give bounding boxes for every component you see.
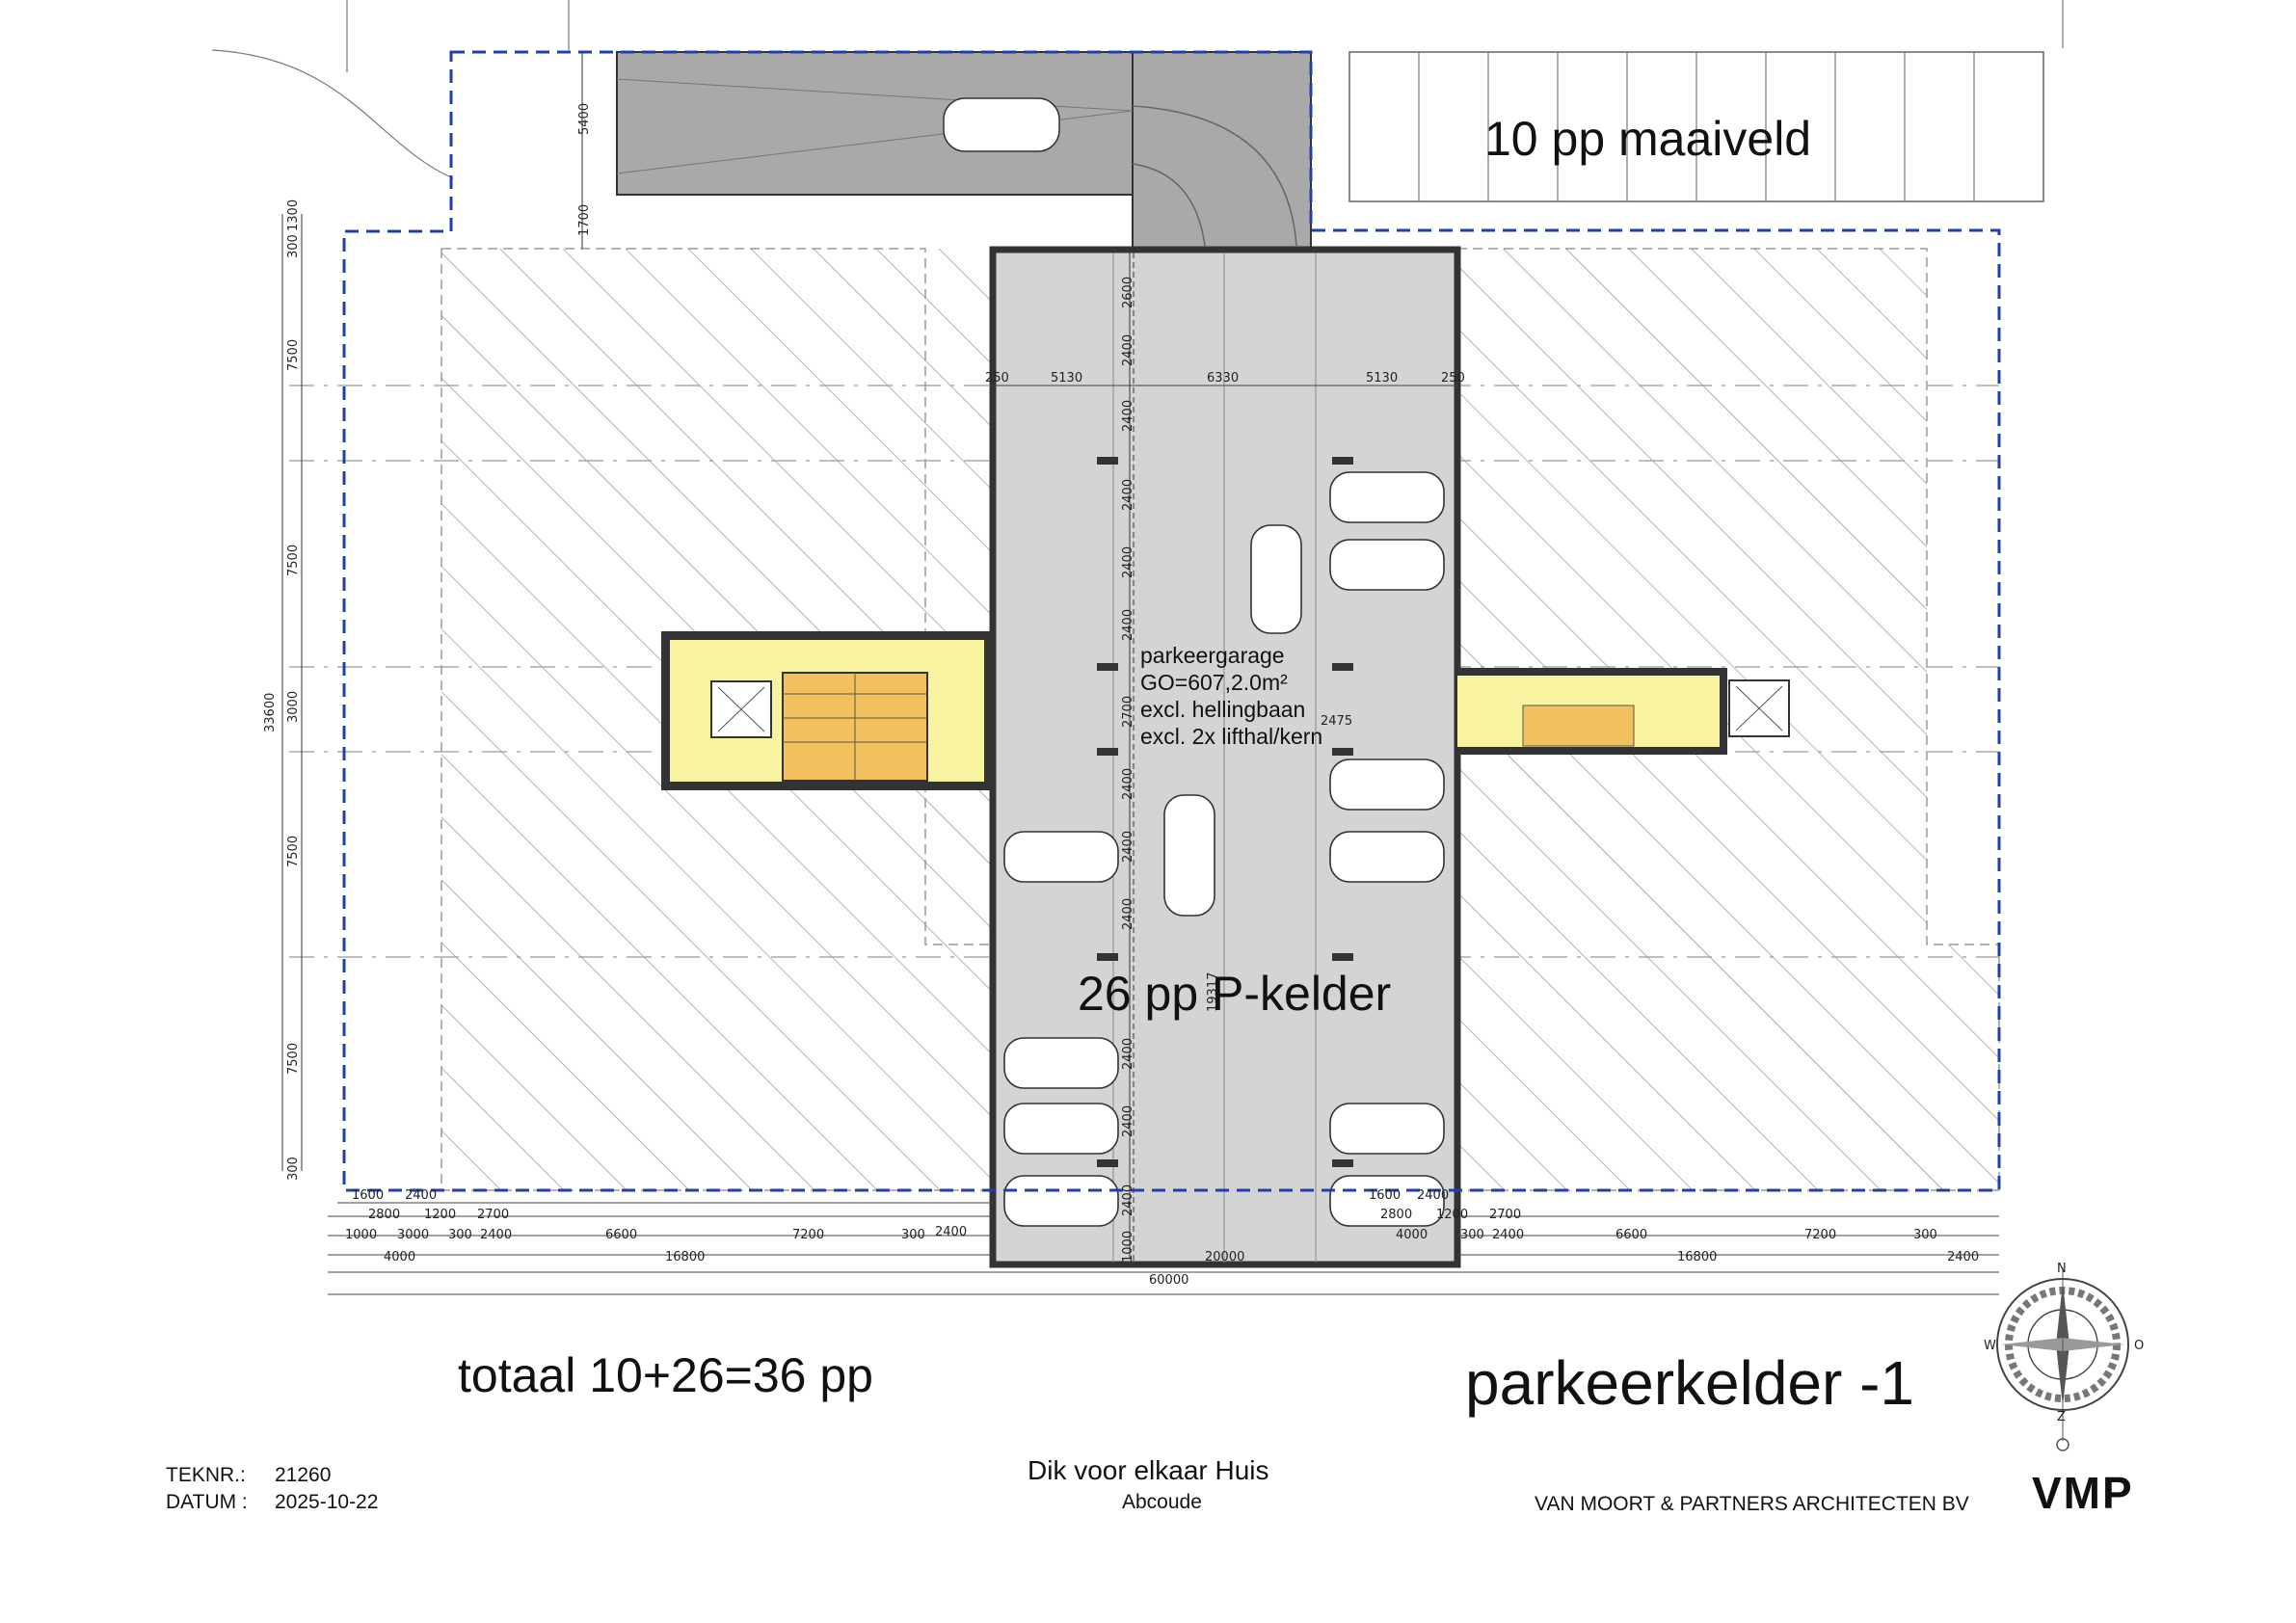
columns bbox=[1097, 457, 1353, 1167]
dim-bl3-6: 7200 bbox=[792, 1228, 824, 1242]
dim-left-8: 300 bbox=[286, 1157, 301, 1181]
parked-cars bbox=[1003, 471, 1445, 1227]
sheet-title: parkeerkelder -1 bbox=[1465, 1348, 1914, 1418]
compass-rose-icon bbox=[1996, 1267, 2129, 1451]
basement-parking-label: 26 pp P-kelder bbox=[1078, 967, 1392, 1021]
dim-bl2-3: 2700 bbox=[477, 1208, 509, 1222]
room-name: parkeergarage bbox=[1140, 643, 1285, 668]
dim-col-14: 1000 bbox=[1121, 1231, 1135, 1263]
project-name: Dik voor elkaar Huis bbox=[1028, 1455, 1269, 1485]
dim-core-misc: 2475 bbox=[1321, 714, 1352, 729]
teknr-label: TEKNR.: bbox=[166, 1464, 246, 1486]
dim-bl2-2: 1200 bbox=[424, 1208, 456, 1222]
building-footprint-left bbox=[441, 248, 994, 1191]
dim-left-5: 3000 bbox=[286, 691, 301, 723]
vmp-logo: VMP bbox=[2032, 1468, 2134, 1518]
compass-letters: N O Z W bbox=[1984, 1262, 2144, 1424]
dim-br3-4: 6600 bbox=[1615, 1228, 1647, 1242]
compass-z: Z bbox=[2057, 1410, 2066, 1424]
dim-col-9: 2400 bbox=[1121, 831, 1135, 863]
dim-top-3: 6330 bbox=[1207, 371, 1239, 386]
dim-left-6: 7500 bbox=[286, 836, 301, 867]
dim-bl3-8: 2400 bbox=[935, 1225, 967, 1239]
dim-overall-width: 60000 bbox=[1149, 1273, 1188, 1288]
dim-top-5: 250 bbox=[1441, 371, 1465, 386]
dim-col-10: 2400 bbox=[1121, 898, 1135, 930]
dim-ramp-1: 5400 bbox=[577, 103, 592, 135]
dim-bl4-2: 16800 bbox=[665, 1250, 705, 1264]
dim-bl3-4: 2400 bbox=[480, 1228, 512, 1242]
dim-bl4-1: 4000 bbox=[384, 1250, 415, 1264]
dim-col-7: 2700 bbox=[1121, 696, 1135, 728]
project-location: Abcoude bbox=[1122, 1491, 1202, 1513]
dim-br3-6: 300 bbox=[1913, 1228, 1937, 1242]
dim-col-3: 2400 bbox=[1121, 400, 1135, 432]
compass-n: N bbox=[2057, 1262, 2067, 1276]
dim-col-8: 2400 bbox=[1121, 768, 1135, 800]
dim-br3-1: 4000 bbox=[1396, 1228, 1428, 1242]
dim-left-2: 1300 bbox=[286, 200, 301, 231]
room-label: parkeergarage GO=607,2.0m² excl. helling… bbox=[1140, 642, 1322, 750]
datum-label: DATUM : bbox=[166, 1491, 248, 1513]
dim-top-1: 250 bbox=[985, 371, 1009, 386]
dim-br2-2: 1200 bbox=[1436, 1208, 1468, 1222]
dim-br4-2: 2400 bbox=[1947, 1250, 1979, 1264]
core-left bbox=[661, 631, 993, 790]
dim-col-5: 2400 bbox=[1121, 546, 1135, 578]
dim-left-4: 7500 bbox=[286, 545, 301, 576]
dim-bl2-1: 2800 bbox=[368, 1208, 400, 1222]
dim-br3-5: 7200 bbox=[1804, 1228, 1836, 1242]
dim-bl3-1: 1000 bbox=[345, 1228, 377, 1242]
core-right bbox=[1457, 668, 1790, 755]
teknr-value: 21260 bbox=[275, 1464, 332, 1486]
dim-center-vertical: 19317 bbox=[1206, 972, 1220, 1012]
site-boundary bbox=[342, 50, 2001, 1192]
dim-bl1-1: 1600 bbox=[352, 1188, 384, 1203]
dimension-lines bbox=[281, 52, 1999, 1295]
dim-left-3: 7500 bbox=[286, 339, 301, 371]
dim-bl1-2: 2400 bbox=[405, 1188, 437, 1203]
dim-col-4: 2400 bbox=[1121, 479, 1135, 511]
dim-br3-3: 2400 bbox=[1492, 1228, 1524, 1242]
dim-br3-2: 300 bbox=[1460, 1228, 1484, 1242]
dim-br4-1: 16800 bbox=[1677, 1250, 1717, 1264]
room-area: GO=607,2.0m² bbox=[1140, 670, 1288, 695]
datum-value: 2025-10-22 bbox=[275, 1491, 379, 1513]
dim-br2-1: 2800 bbox=[1380, 1208, 1412, 1222]
context-lines bbox=[211, 0, 2064, 179]
compass-o: O bbox=[2134, 1339, 2144, 1353]
dim-bl3-2: 3000 bbox=[397, 1228, 429, 1242]
dim-left-1: 300 bbox=[286, 234, 301, 258]
dim-bl3-3: 300 bbox=[448, 1228, 472, 1242]
dim-left-7: 7500 bbox=[286, 1043, 301, 1075]
dim-col-13: 2400 bbox=[1121, 1184, 1135, 1216]
compass-w: W bbox=[1984, 1339, 1996, 1353]
dim-top-4: 5130 bbox=[1366, 371, 1398, 386]
surface-parking bbox=[1348, 51, 2044, 202]
building-footprint-right bbox=[1457, 248, 2000, 1191]
dim-top-2: 5130 bbox=[1051, 371, 1082, 386]
dim-bl3-5: 6600 bbox=[605, 1228, 637, 1242]
garage-slab bbox=[989, 246, 1461, 1268]
dim-br1-2: 2400 bbox=[1417, 1188, 1449, 1203]
surface-parking-label: 10 pp maaiveld bbox=[1484, 112, 1812, 166]
dim-ramp-2: 1700 bbox=[577, 204, 592, 236]
room-exclusion-core: excl. 2x lifthal/kern bbox=[1140, 724, 1323, 749]
dim-col-1: 2600 bbox=[1121, 277, 1135, 308]
dim-col-6: 2400 bbox=[1121, 609, 1135, 641]
total-parking-label: totaal 10+26=36 pp bbox=[458, 1348, 873, 1402]
ramp bbox=[616, 51, 1312, 251]
room-exclusion-ramp: excl. hellingbaan bbox=[1140, 697, 1306, 722]
dim-left-total: 33600 bbox=[263, 693, 278, 732]
dim-br2-3: 2700 bbox=[1489, 1208, 1521, 1222]
dim-col-12: 2400 bbox=[1121, 1105, 1135, 1137]
dim-col-2: 2400 bbox=[1121, 334, 1135, 366]
dimension-texts: 250 5130 6330 5130 250 5400 1700 2600 24… bbox=[263, 103, 1979, 1288]
dim-bottom-center: 20000 bbox=[1205, 1250, 1244, 1264]
firm-name: VAN MOORT & PARTNERS ARCHITECTEN BV bbox=[1535, 1493, 1969, 1515]
dim-col-11: 2400 bbox=[1121, 1038, 1135, 1070]
dim-bl3-7: 300 bbox=[901, 1228, 925, 1242]
dim-br1-1: 1600 bbox=[1369, 1188, 1401, 1203]
